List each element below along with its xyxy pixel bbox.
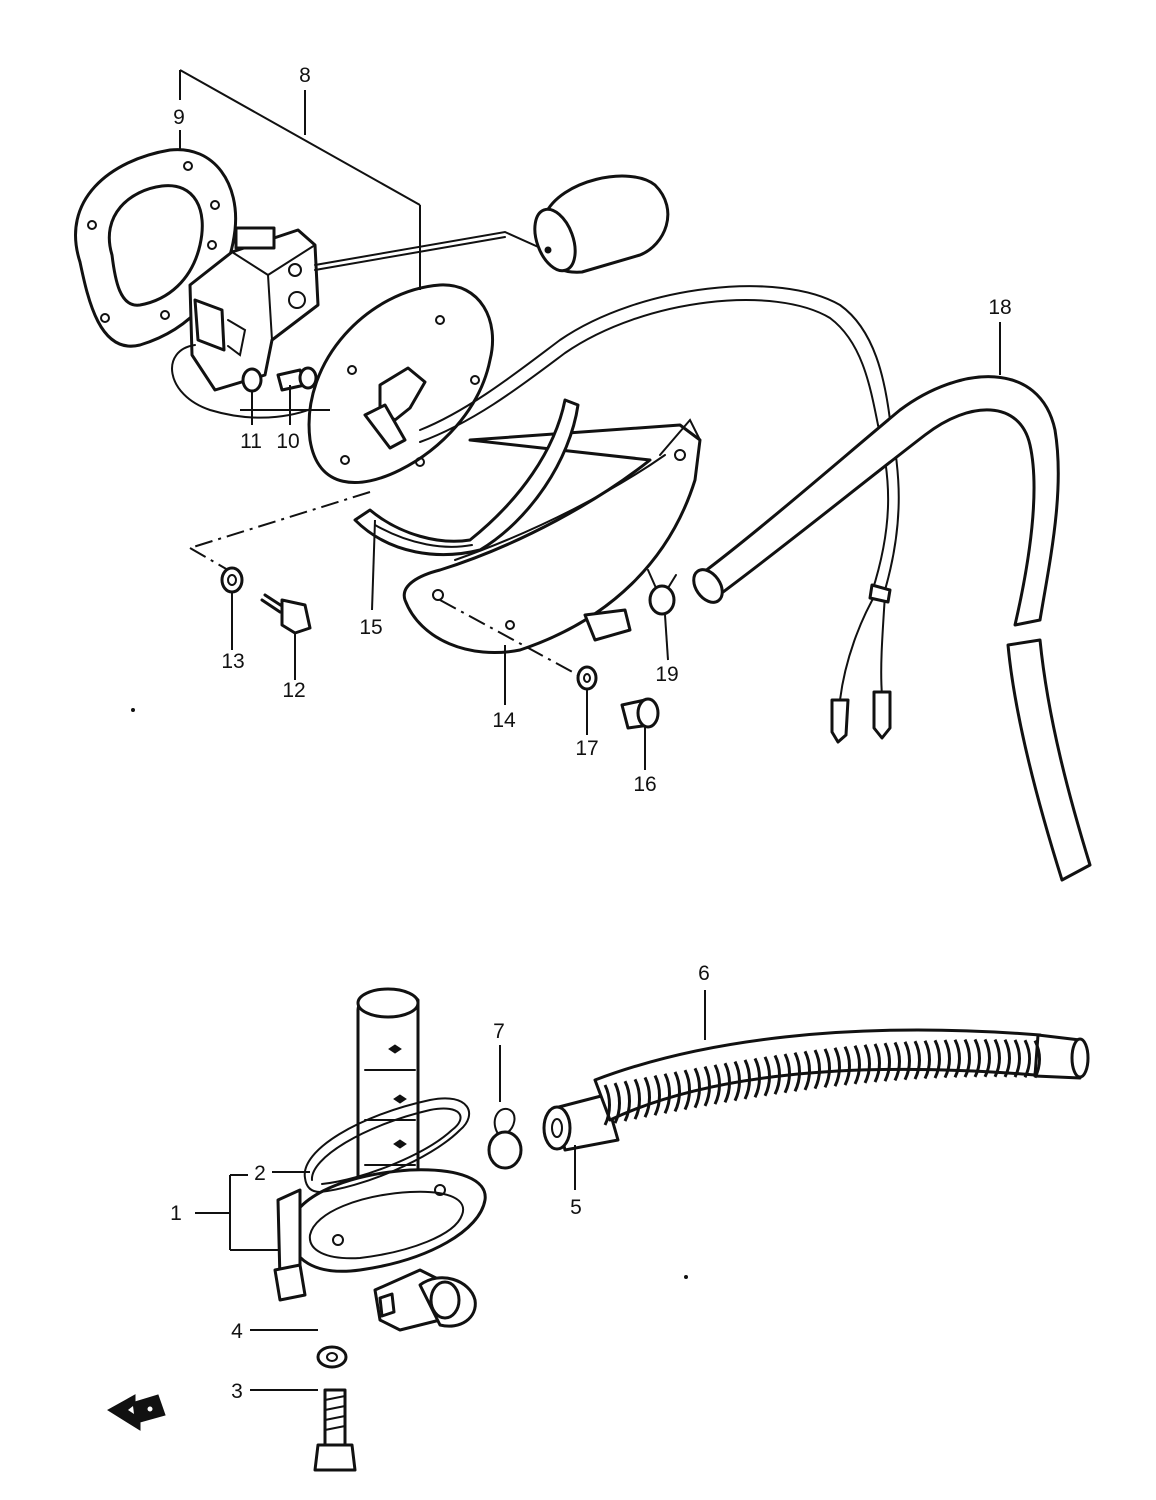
front-arrow-icon [107, 1394, 166, 1431]
screw-16 [620, 697, 660, 730]
callout-12: 12 [282, 679, 305, 702]
hose-rib [683, 1069, 691, 1111]
upper-leader-lines [179, 69, 1001, 770]
callout-19: 19 [655, 663, 678, 686]
hose-rib [1023, 1039, 1031, 1078]
fuel-hose [542, 1028, 1090, 1152]
hose-rib [863, 1044, 871, 1084]
callout-3: 3 [231, 1380, 243, 1403]
hose-rib [623, 1080, 631, 1122]
corrugation-ribs [603, 1038, 1041, 1126]
sender-plate [307, 283, 495, 484]
hose-rib [713, 1064, 721, 1105]
hose-rib [1003, 1039, 1011, 1078]
hose-rib [933, 1039, 941, 1079]
hose-rib [1033, 1039, 1041, 1079]
stray-mark [131, 708, 135, 712]
washer-17 [576, 665, 598, 691]
callout-8: 8 [299, 64, 311, 87]
stray-mark [684, 1275, 688, 1279]
hose-rib [833, 1047, 841, 1087]
breather-hose [692, 375, 1092, 882]
hose-rib [853, 1045, 861, 1085]
hose-rib [923, 1040, 931, 1080]
hose-rib [903, 1041, 911, 1081]
hose-clip-19 [647, 569, 677, 616]
callout-17: 17 [575, 737, 598, 760]
hose-rib [973, 1038, 981, 1078]
screw-10 [276, 366, 318, 392]
hose-rib [993, 1038, 1001, 1078]
hose-rib [943, 1039, 951, 1079]
hose-rib [963, 1038, 971, 1078]
callout-7: 7 [493, 1020, 505, 1043]
hose-rib [793, 1051, 801, 1092]
hose-rib [843, 1046, 851, 1086]
hose-rib [643, 1076, 651, 1118]
washer-11 [241, 367, 263, 393]
hose-rib [673, 1071, 681, 1113]
hose-rib [723, 1062, 731, 1104]
callout-6: 6 [698, 962, 710, 985]
callout-13: 13 [221, 650, 244, 673]
callout-5: 5 [570, 1196, 582, 1219]
callout-15: 15 [359, 616, 382, 639]
bolt-12 [260, 593, 312, 635]
callout-18: 18 [988, 296, 1011, 319]
hose-rib [783, 1053, 791, 1094]
hose-rib [893, 1041, 901, 1082]
hose-rib [663, 1073, 671, 1115]
protector-cover [402, 418, 702, 655]
hose-rib [703, 1065, 711, 1107]
washer-4 [316, 1345, 348, 1369]
washer-13 [220, 566, 244, 594]
callout-2: 2 [254, 1162, 266, 1185]
callout-11: 11 [240, 430, 262, 453]
cushion-strip [353, 398, 580, 556]
callout-14: 14 [492, 709, 516, 732]
hose-rib [883, 1042, 891, 1082]
hose-rib [813, 1049, 821, 1090]
hose-rib [983, 1038, 991, 1078]
hose-rib [953, 1039, 961, 1078]
hose-rib [633, 1078, 641, 1120]
hose-rib [753, 1057, 761, 1099]
hose-rib [873, 1043, 881, 1083]
callout-1: 1 [170, 1202, 182, 1225]
callout-16: 16 [633, 773, 656, 796]
hose-rib [743, 1059, 751, 1100]
hose-rib [803, 1050, 811, 1091]
fuel-cock [273, 987, 487, 1332]
hose-rib [1013, 1039, 1021, 1078]
float [533, 174, 670, 274]
hose-rib [823, 1048, 831, 1089]
hose-rib [653, 1074, 661, 1116]
callout-4: 4 [231, 1320, 243, 1343]
lower-leader-lines [195, 990, 706, 1391]
hose-clip-7 [487, 1107, 523, 1170]
hose-rib [913, 1040, 921, 1080]
callout-10: 10 [276, 430, 299, 453]
hose-rib [613, 1082, 621, 1124]
hose-rib [773, 1054, 781, 1095]
hose-rib [763, 1056, 771, 1097]
wiring-harness [419, 285, 900, 744]
hose-rib [733, 1060, 741, 1102]
hose-rib [603, 1084, 611, 1126]
hose-rib [693, 1067, 701, 1109]
fuel-level-sender [171, 226, 546, 419]
screw-3 [313, 1388, 357, 1472]
callout-9: 9 [173, 106, 185, 129]
callout-labels: 1 2 3 4 5 6 7 8 9 10 11 12 13 14 15 16 1… [170, 64, 1012, 1403]
o-ring [303, 1097, 471, 1194]
